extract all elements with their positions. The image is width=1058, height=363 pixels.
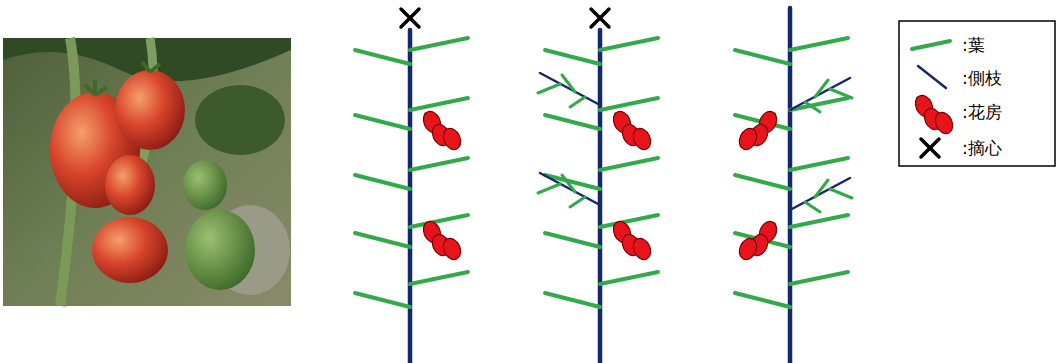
tomato-fruit [440,236,464,263]
leaf [600,272,658,284]
tomato-plant [538,9,658,363]
leaf [735,293,790,307]
leaf [570,197,585,207]
tomato-plant [735,8,852,363]
leaf [410,215,468,227]
leaf [355,293,410,307]
legend-leaf [912,41,950,49]
leaf [355,175,410,189]
leaf [410,98,468,110]
leaf [805,102,820,112]
tomato-fruit [630,126,654,153]
tomato-fruit [932,110,956,137]
leaf [538,184,560,193]
leaf [355,233,410,247]
leaf [545,115,600,129]
leaf [545,233,600,247]
legend-label: :摘心 [962,140,1002,157]
main-stem [408,30,413,363]
leaf [805,202,820,212]
leaf [790,38,848,50]
legend-branch [918,66,946,88]
leaf [735,175,790,189]
tomato-fruit [736,126,760,153]
leaf [790,158,848,170]
leaf [600,38,658,50]
pinch-mark [401,9,419,27]
tomato-fruit [440,126,464,153]
leaf [545,293,600,307]
leaf [562,75,575,92]
leaf [600,158,658,170]
leaf [815,180,828,197]
legend-label: :側枝 [962,70,1002,87]
legend-frame [899,21,1055,166]
leaf [790,272,848,284]
leaf [355,115,410,129]
leaf [790,215,848,227]
leaf [735,50,790,64]
legend-label: :葉 [962,37,985,54]
leaf [410,158,468,170]
main-stem [788,8,793,363]
leaf [600,215,658,227]
leaf [562,175,575,192]
pinch-mark [591,9,609,27]
leaf [570,97,585,107]
leaf [355,50,410,64]
leaf [538,84,560,93]
pinch-mark [401,9,419,27]
leaf [410,272,468,284]
leaf [410,38,468,50]
leaf [600,98,658,110]
tomato-plant [355,9,468,363]
legend-label: :花房 [962,104,1002,121]
leaf [545,50,600,64]
leaf [815,80,828,97]
leaf [830,89,852,98]
pinch-mark [921,139,939,157]
tomato-fruit [630,236,654,263]
tomato-fruit [736,236,760,263]
leaf [830,189,852,198]
pinch-mark [591,9,609,27]
tomato-photo [3,38,291,306]
main-stem [598,30,603,363]
pinch-mark [921,139,939,157]
